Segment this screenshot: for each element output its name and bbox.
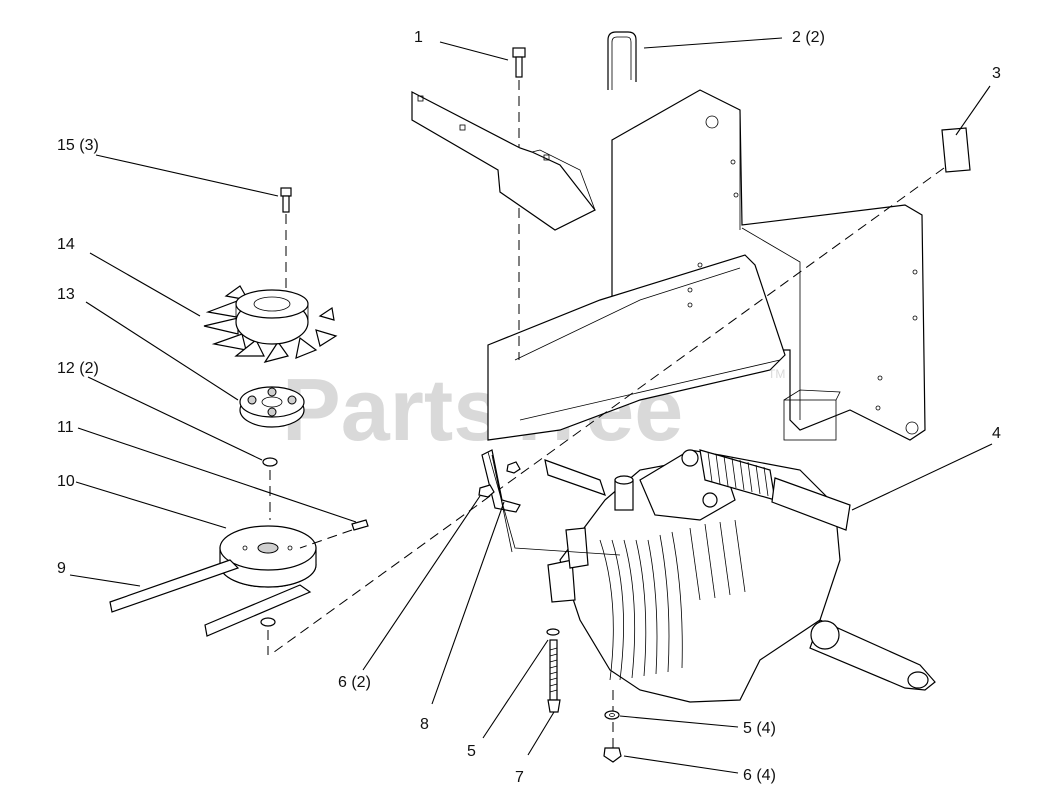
callout-12: 12 (2)	[57, 360, 99, 377]
frame-assembly	[487, 89, 926, 441]
callout-11: 11	[57, 419, 74, 436]
shield-bracket	[411, 91, 596, 231]
callout-1: 1	[414, 29, 423, 46]
callout-2: 2 (2)	[792, 29, 825, 46]
decal-part	[269, 127, 971, 656]
key-part	[351, 519, 369, 531]
washer-nut-4-part	[603, 690, 622, 763]
watermark-trademark: TM	[768, 367, 785, 381]
callout-5-4: 5 (4)	[743, 720, 776, 737]
bracket-part	[481, 449, 621, 556]
transaxle-part	[544, 449, 936, 703]
callout-7: 7	[515, 769, 524, 786]
callout-13: 13	[57, 286, 75, 303]
hub-part	[239, 386, 305, 428]
callout-10: 10	[57, 473, 75, 490]
leader-lines	[69, 37, 993, 774]
fan-pulley-stack	[109, 187, 369, 655]
pulley-part	[219, 525, 317, 588]
callout-15: 15 (3)	[57, 137, 99, 154]
callout-8: 8	[420, 716, 429, 733]
belt-part	[109, 559, 312, 637]
nut-6-2-part	[478, 461, 521, 498]
callout-6-4: 6 (4)	[743, 767, 776, 784]
callout-3: 3	[992, 65, 1001, 82]
callout-4: 4	[992, 425, 1001, 442]
callout-5: 5	[467, 743, 476, 760]
callout-9: 9	[57, 560, 66, 577]
bolt-7-part	[546, 628, 561, 713]
fan-part	[203, 285, 338, 363]
bolt-part	[512, 47, 526, 360]
callout-14: 14	[57, 236, 75, 253]
callout-6-2: 6 (2)	[338, 674, 371, 691]
u-bolt-part	[607, 31, 637, 90]
callout-labels: 1 2 (2) 3 4 5 5 (4) 6 (2) 6 (4) 7 8 9 10…	[57, 29, 1001, 786]
spacer-part	[262, 457, 278, 467]
